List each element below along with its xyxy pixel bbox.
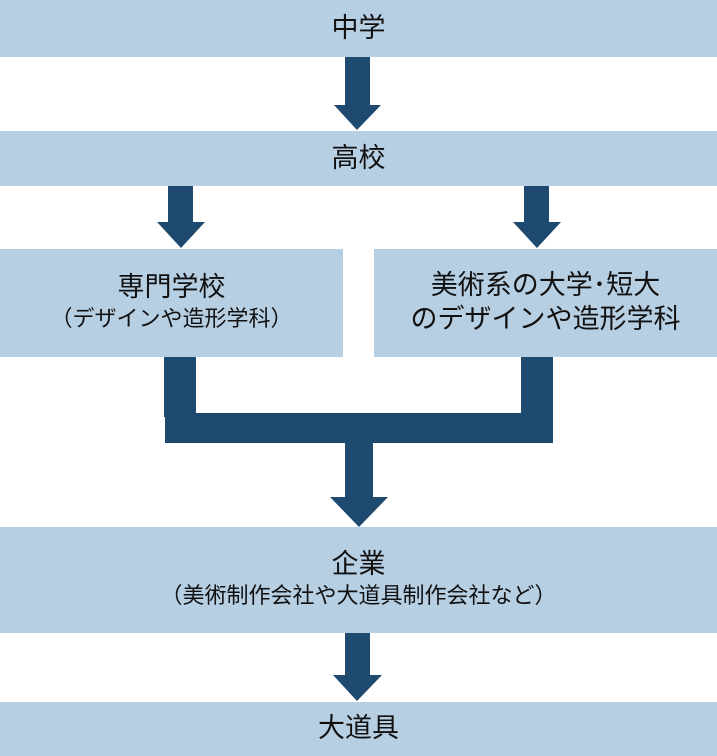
- node-company: 企業 （美術制作会社や大道具制作会社など）: [0, 527, 717, 633]
- node-sublabel: （デザインや造形学科）: [50, 307, 293, 332]
- connector-vocational: [164, 357, 196, 417]
- node-label: 専門学校: [117, 272, 226, 303]
- arrow-merge-to-company: [330, 413, 388, 527]
- node-vocational-school: 専門学校 （デザインや造形学科）: [0, 249, 343, 357]
- node-sublabel: （美術制作会社や大道具制作会社など）: [160, 584, 557, 609]
- node-label: 高校: [331, 142, 386, 174]
- node-label: 企業: [331, 549, 386, 580]
- node-university: 美術系の大学･短大 のデザインや造形学科: [374, 249, 717, 357]
- arrow-high-to-vocational: [157, 186, 205, 248]
- node-sublabel: のデザインや造形学科: [410, 304, 681, 335]
- node-stagehand: 大道具: [0, 702, 717, 756]
- node-high-school: 高校: [0, 131, 717, 186]
- node-label: 美術系の大学･短大: [430, 270, 661, 301]
- node-junior-high: 中学: [0, 0, 717, 57]
- arrow-junior-to-high: [334, 57, 381, 130]
- arrow-company-to-stagehand: [333, 633, 382, 701]
- connector-university: [521, 357, 553, 417]
- arrow-high-to-university: [513, 186, 561, 248]
- node-label: 中学: [331, 12, 386, 44]
- node-label: 大道具: [318, 713, 399, 744]
